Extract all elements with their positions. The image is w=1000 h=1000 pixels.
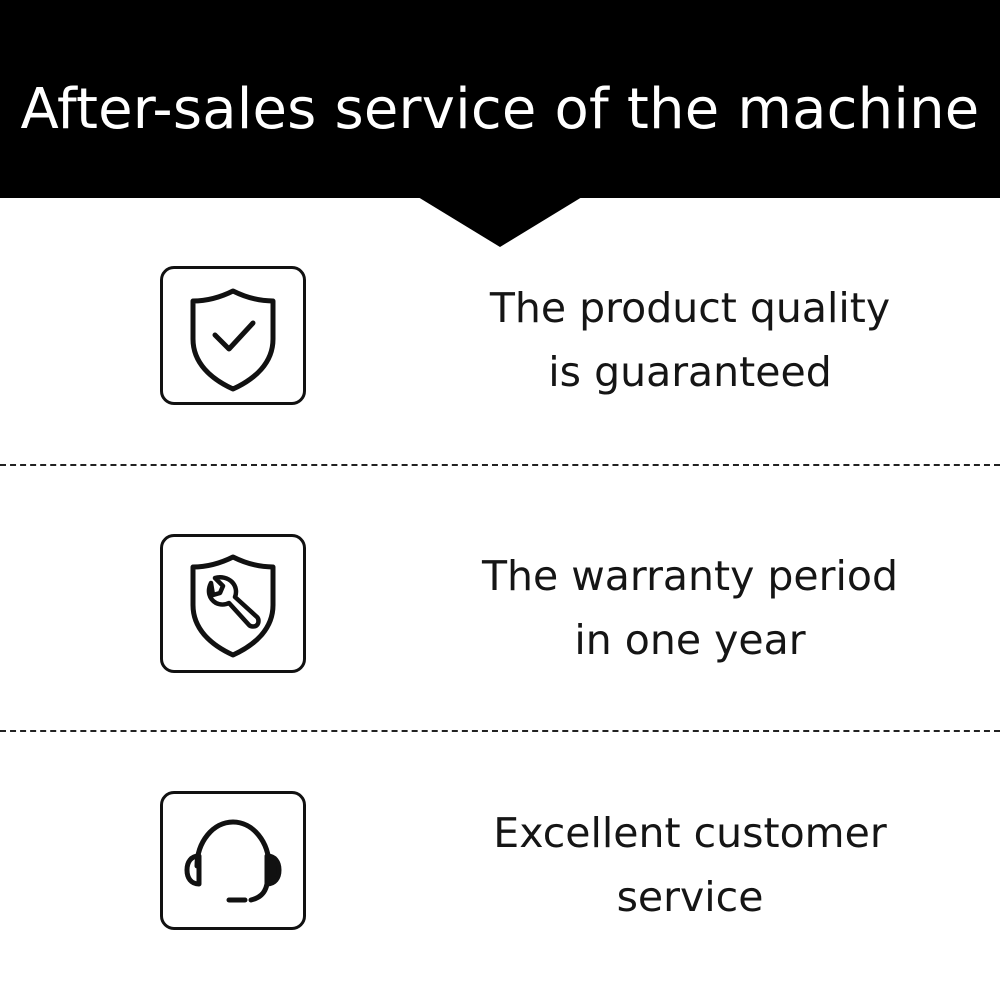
shield-check-icon: [160, 266, 306, 405]
feature-line: The warranty period: [481, 552, 899, 600]
feature-service: Excellent customer service: [0, 791, 1000, 936]
feature-line: The product quality: [489, 284, 891, 332]
banner-pointer: [418, 197, 582, 247]
page-title: After-sales service of the machine: [20, 77, 980, 142]
feature-text: The warranty period in one year: [440, 544, 940, 672]
shield-wrench-icon: [160, 534, 306, 673]
feature-text: Excellent customer service: [440, 801, 940, 929]
feature-quality: The product quality is guaranteed: [0, 266, 1000, 411]
headset-icon: [160, 791, 306, 930]
dashed-divider: [0, 730, 1000, 732]
feature-text: The product quality is guaranteed: [440, 276, 940, 404]
feature-line: Excellent customer: [493, 809, 887, 857]
feature-warranty: The warranty period in one year: [0, 534, 1000, 679]
dashed-divider: [0, 464, 1000, 466]
feature-line: service: [616, 873, 764, 921]
header-banner: After-sales service of the machine: [0, 0, 1000, 198]
feature-line: in one year: [574, 616, 806, 664]
feature-line: is guaranteed: [548, 348, 832, 396]
